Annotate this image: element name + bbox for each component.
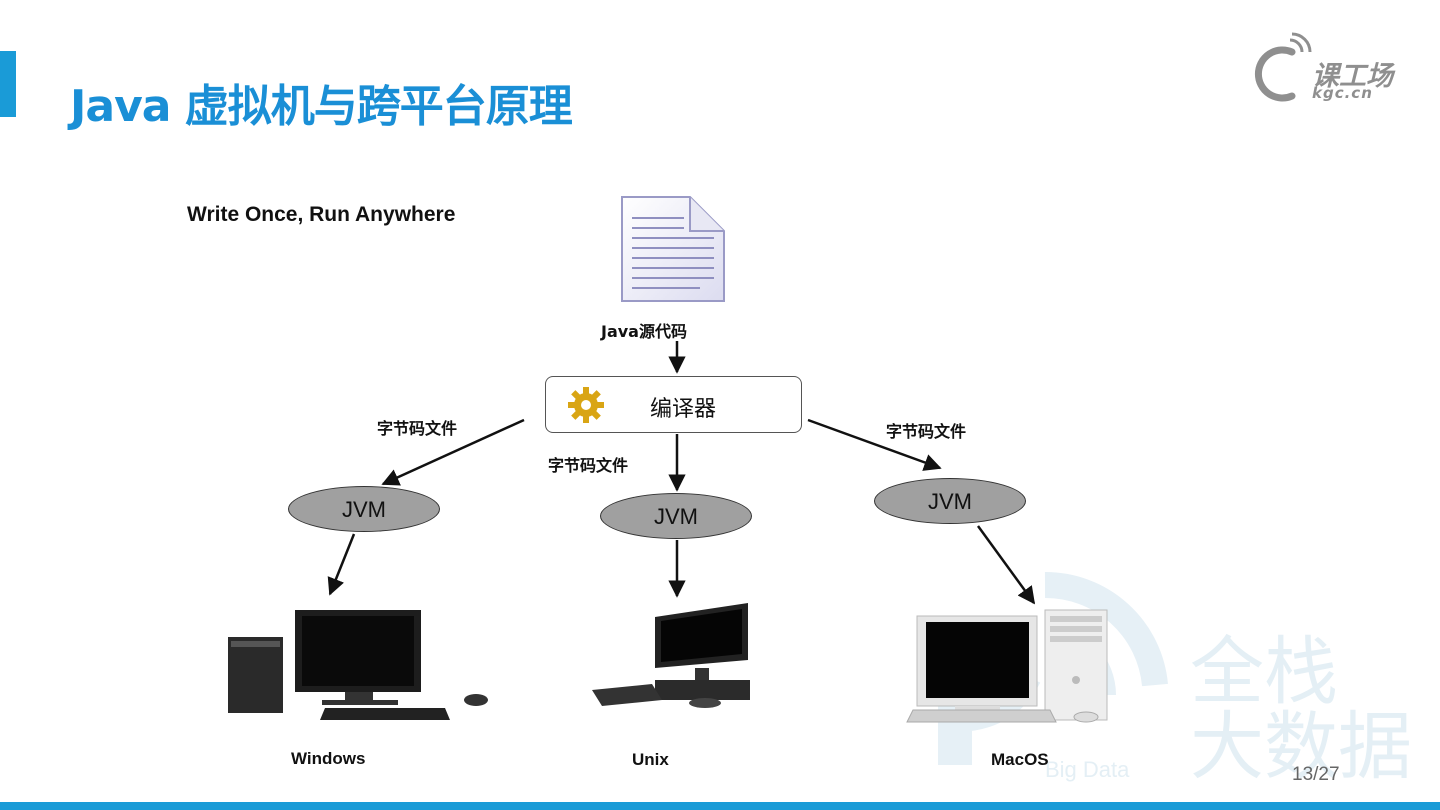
compiler-box: 编译器 [545,376,802,433]
logo-signal-icon [1254,32,1312,102]
logo-text-en: kgc.cn [1312,84,1373,102]
document-icon [621,196,725,302]
jvm-node-right: JVM [874,478,1026,524]
watermark-line-1: 全栈 [1190,629,1338,715]
bytecode-label-left: 字节码文件 [377,419,458,438]
compiler-label: 编译器 [650,397,717,422]
bottom-accent-bar [0,802,1440,810]
macos-computer-icon [906,609,1108,723]
source-code-label: Java源代码 [601,322,687,341]
arrow-jvm-to-windows [327,533,356,596]
os-label-windows: Windows [291,749,366,768]
arrow-compiler-to-jvm-right [807,418,942,471]
jvm-node-center: JVM [600,493,752,539]
bytecode-label-right: 字节码文件 [886,422,967,441]
watermark-small: Big Data [1045,757,1130,782]
gear-icon [568,387,604,423]
windows-computer-icon [228,610,488,720]
bytecode-label-center: 字节码文件 [548,456,629,475]
slide-title: Java 虚拟机与跨平台原理 [70,81,573,132]
title-accent-bar [0,51,16,117]
jvm-label-right: JVM [928,489,972,514]
arrow-jvm-to-macos [976,525,1036,605]
page-number: 13/27 [1292,764,1340,785]
jvm-label-left: JVM [342,497,386,522]
os-label-unix: Unix [632,750,669,769]
kgc-logo: 课工场 kgc.cn [1252,32,1422,104]
os-label-macos: MacOS [991,750,1049,769]
logo-text-cn: 课工场 [1312,61,1393,92]
watermark-line-2: 大数据 [1190,704,1412,790]
unix-computer-icon [592,603,750,708]
jvm-label-center: JVM [654,504,698,529]
arrow-compiler-to-jvm-left [381,418,525,486]
jvm-node-left: JVM [288,486,440,532]
diagram-subtitle: Write Once, Run Anywhere [187,203,456,226]
